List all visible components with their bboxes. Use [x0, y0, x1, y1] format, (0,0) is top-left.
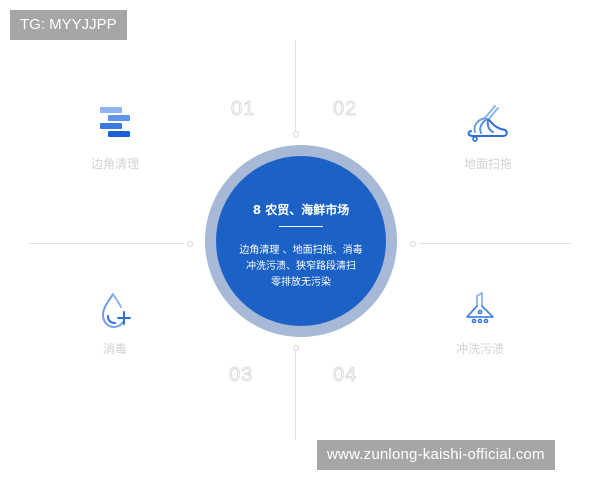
mop-icon	[465, 104, 509, 146]
top-connector-line	[295, 40, 296, 132]
item-label-04: 冲洗污渍	[455, 342, 504, 356]
tg-watermark: TG: MYYJJPP	[10, 10, 127, 40]
right-connector-dot	[410, 241, 416, 247]
center-line-1: 边角清理 、地面扫拖、消毒	[239, 245, 363, 256]
item-number-02: 02	[333, 98, 358, 121]
right-connector-line	[419, 243, 571, 244]
item-label-01: 边角清理	[90, 157, 139, 171]
left-connector-dot	[187, 241, 193, 247]
left-connector-line	[29, 243, 185, 244]
item-number-03: 03	[229, 364, 254, 387]
bottom-connector-dot	[293, 345, 299, 351]
top-connector-dot	[293, 131, 299, 137]
bottom-connector-line	[295, 350, 296, 440]
center-title: 8 农贸、海鲜市场	[252, 203, 350, 217]
center-inner-circle	[216, 156, 386, 326]
center-line-3: 零排放无污染	[271, 277, 331, 288]
stacked-bars-icon	[98, 106, 132, 142]
url-watermark: www.zunlong-kaishi-official.com	[317, 440, 555, 470]
item-label-03: 消毒	[102, 342, 127, 356]
shower-head-icon	[463, 292, 497, 330]
item-number-04: 04	[333, 364, 358, 387]
item-label-02: 地面扫拖	[463, 157, 512, 171]
center-line-2: 冲洗污渍、狭窄路段清扫	[246, 261, 356, 272]
water-drop-plus-icon	[100, 292, 132, 334]
center-divider	[279, 226, 323, 227]
item-number-01: 01	[231, 98, 256, 121]
